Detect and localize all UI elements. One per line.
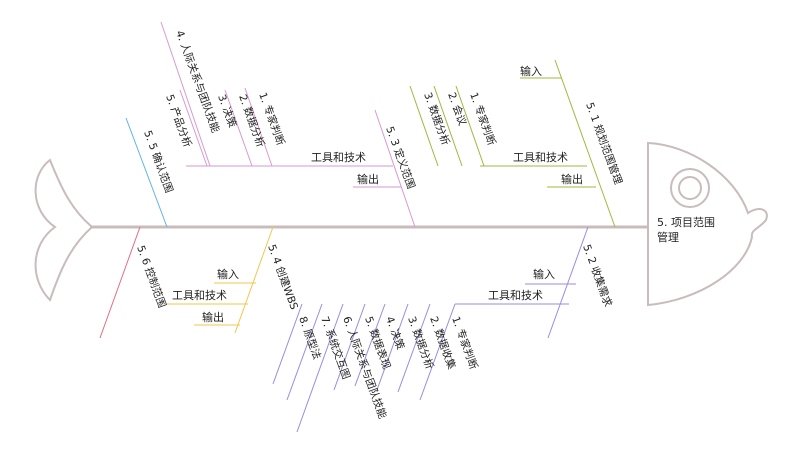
branch-5-2 [273,227,588,432]
branch-5-6-title: 5. 6 控制范围 [134,244,169,310]
branch-5-2-title: 5. 2 收集需求 [580,243,615,309]
branch-5-3-output: 输出 [357,172,379,186]
branch-5-2-tools: 工具和技术 [488,289,543,302]
branch-5-3-sub-5: 5. 产品分析 [163,93,194,150]
branch-5-1-output: 输出 [561,172,583,186]
branch-5-4-output: 输出 [202,310,224,324]
branch-5-2-input: 输入 [533,267,555,281]
branch-5-4-tools: 工具和技术 [172,289,227,302]
head-label-line1: 5. 项目范围 [657,215,715,229]
branch-5-3 [161,22,415,227]
branch-5-1-sub-2: 2. 会议 [445,91,469,128]
branch-5-2-sub-4: 4. 决策 [383,315,407,352]
branch-5-5-title: 5. 5 确认范围 [141,129,176,195]
branch-5-1-sub-1: 1. 专家判断 [467,91,498,148]
fish-tail [36,160,92,300]
branch-5-4-input: 输入 [217,267,239,281]
branch-5-4-title: 5. 4 创建WBS [265,243,301,312]
branch-5-1-input: 输入 [520,64,542,78]
branch-5-3-tools: 工具和技术 [311,151,366,164]
head-label-line2: 管理 [657,230,679,244]
branch-5-1-title: 5. 1 规划范围管理 [583,101,625,187]
branch-5-1-tools: 工具和技术 [513,151,568,164]
branch-5-6 [100,227,140,338]
branch-5-3-title: 5. 3 定义范围 [383,125,418,191]
